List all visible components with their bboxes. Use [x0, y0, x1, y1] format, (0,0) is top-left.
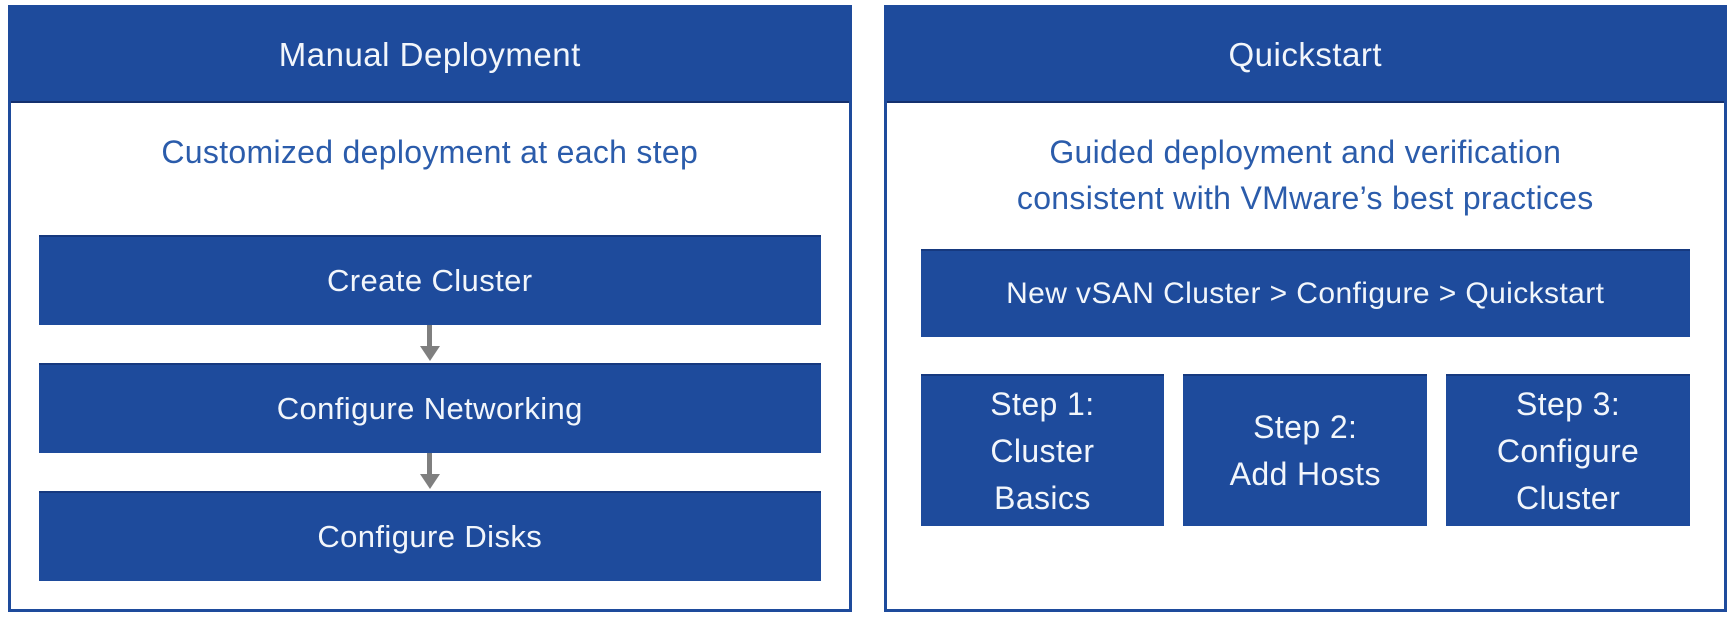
down-arrow-head — [419, 474, 440, 489]
flow-step-configure-disks: Configure Disks — [39, 491, 821, 581]
manual-deployment-panel: Manual Deployment Customized deployment … — [8, 5, 852, 612]
down-arrow-stem — [427, 453, 433, 474]
manual-deployment-title: Manual Deployment — [278, 35, 581, 73]
quickstart-title: Quickstart — [1228, 35, 1383, 73]
quickstart-navigation-path-bar: New vSAN Cluster > Configure > Quickstar… — [920, 249, 1690, 337]
quickstart-panel: Quickstart Guided deployment and verific… — [883, 5, 1727, 612]
down-arrow-icon — [39, 325, 821, 363]
step-1-cluster-basics-box: Step 1: Cluster Basics — [920, 374, 1165, 526]
manual-deployment-subtitle: Customized deployment at each step — [161, 134, 699, 170]
step-1-line2: Cluster — [990, 432, 1095, 469]
down-arrow-stem — [427, 325, 433, 346]
step-3-line3: Cluster — [1515, 479, 1621, 516]
quickstart-body: Guided deployment and verification consi… — [887, 103, 1725, 526]
step-3-label: Step 3: — [1515, 385, 1621, 422]
down-arrow-icon — [39, 453, 821, 491]
quickstart-subtitle-line2: consistent with VMware’s best practices — [1016, 180, 1594, 216]
manual-deployment-header: Manual Deployment — [11, 8, 849, 103]
step-2-line2: Add Hosts — [1229, 456, 1381, 492]
flow-step-configure-networking: Configure Networking — [39, 363, 821, 453]
flow-step-create-cluster: Create Cluster — [39, 235, 821, 325]
step-2-add-hosts-box: Step 2: Add Hosts — [1183, 374, 1428, 526]
manual-deployment-flow: Create Cluster Configure Networking Conf… — [39, 235, 821, 581]
step-3-line2: Configure — [1496, 432, 1640, 469]
quickstart-subtitle-line1: Guided deployment and verification — [1049, 134, 1562, 170]
step-1-line3: Basics — [994, 479, 1091, 516]
quickstart-header: Quickstart — [886, 8, 1724, 103]
quickstart-steps-row: Step 1: Cluster Basics Step 2: Add Hosts… — [920, 374, 1691, 526]
down-arrow-head — [419, 346, 440, 361]
quickstart-subtitle: Guided deployment and verification consi… — [887, 129, 1725, 221]
step-2-label: Step 2: — [1253, 409, 1358, 445]
step-1-label: Step 1: — [990, 385, 1095, 422]
step-3-configure-cluster-box: Step 3: Configure Cluster — [1446, 374, 1690, 526]
manual-deployment-body: Customized deployment at each step Creat… — [11, 103, 849, 581]
